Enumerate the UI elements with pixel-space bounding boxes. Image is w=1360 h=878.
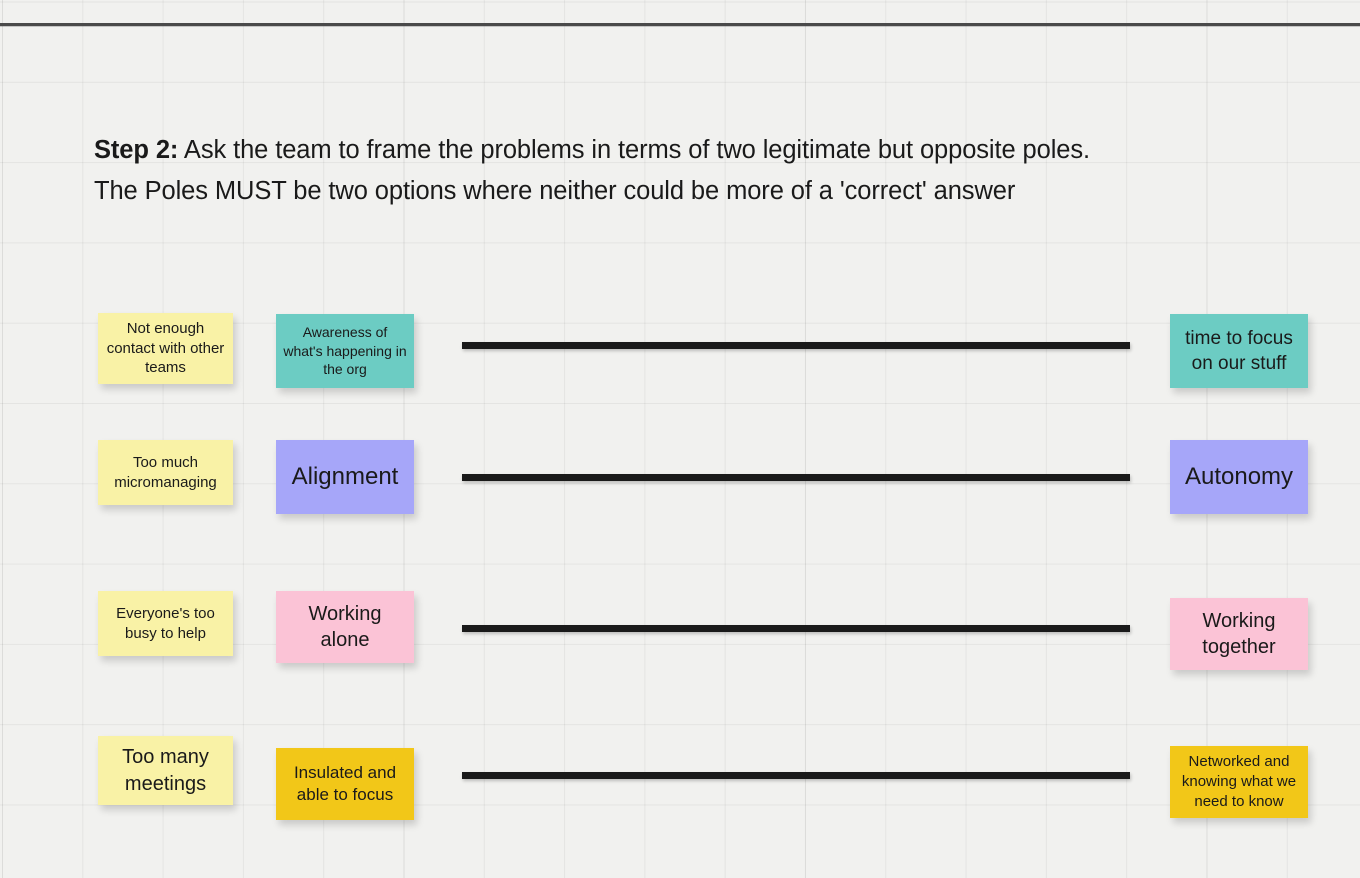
sticky-note-text: Insulated and able to focus	[293, 762, 397, 804]
sticky-note-text: Working together	[1202, 609, 1276, 658]
sticky-note-text: Too much micromanaging	[114, 453, 217, 491]
frame-top-edge	[0, 23, 1360, 26]
sticky-note-text: Not enough contact with other teams	[106, 319, 225, 377]
sticky-note-pole_right[interactable]: Networked and knowing what we need to kn…	[1170, 746, 1308, 818]
sticky-note-pole_left[interactable]: Working alone	[276, 591, 414, 663]
sticky-note-text: time to focus on our stuff	[1185, 327, 1293, 374]
sticky-note-pole_left[interactable]: Insulated and able to focus	[276, 748, 414, 820]
sticky-note-pole_right[interactable]: Autonomy	[1170, 440, 1308, 514]
polarity-connector-bar[interactable]	[462, 772, 1130, 779]
polarity-connector-bar[interactable]	[462, 342, 1130, 349]
sticky-note-pole_left[interactable]: Alignment	[276, 440, 414, 514]
polarity-connector-bar[interactable]	[462, 625, 1130, 632]
step-instruction-line1: Ask the team to frame the problems in te…	[178, 136, 1090, 164]
sticky-note-problem[interactable]: Everyone's too busy to help	[98, 591, 233, 656]
sticky-note-text: Awareness of what's happening in the org	[283, 324, 407, 378]
sticky-note-text: Networked and knowing what we need to kn…	[1181, 753, 1297, 810]
sticky-note-problem[interactable]: Too many meetings	[98, 736, 233, 805]
sticky-note-pole_left[interactable]: Awareness of what's happening in the org	[276, 314, 414, 388]
sticky-note-text: Working alone	[308, 602, 382, 651]
sticky-note-problem[interactable]: Too much micromanaging	[98, 440, 233, 505]
sticky-note-problem[interactable]: Not enough contact with other teams	[98, 313, 233, 384]
sticky-note-pole_right[interactable]: Working together	[1170, 598, 1308, 670]
sticky-note-text: Everyone's too busy to help	[116, 604, 215, 642]
sticky-note-text: Alignment	[291, 463, 399, 491]
polarity-connector-bar[interactable]	[462, 474, 1130, 481]
sticky-note-text: Autonomy	[1184, 463, 1294, 491]
page-title: Step 2: Ask the team to frame the proble…	[94, 130, 1334, 212]
sticky-note-pole_right[interactable]: time to focus on our stuff	[1170, 314, 1308, 388]
step-label: Step 2:	[94, 136, 179, 164]
step-instruction-line2: The Poles MUST be two options where neit…	[94, 177, 1016, 205]
sticky-note-text: Too many meetings	[122, 746, 209, 795]
